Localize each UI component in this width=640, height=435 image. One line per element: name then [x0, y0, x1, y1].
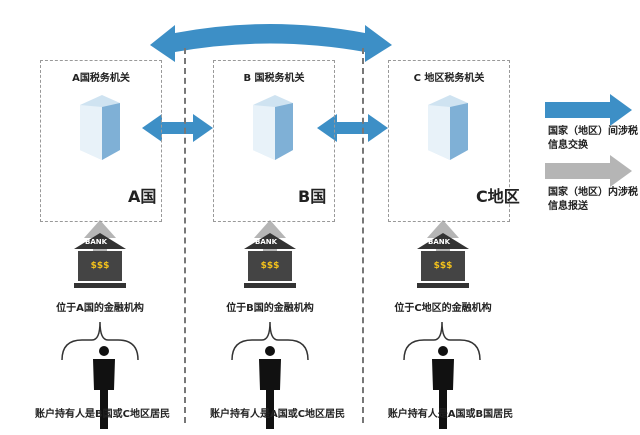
holder-caption: 账户持有人是A国或C地区居民	[209, 409, 346, 420]
institution-caption: 位于C地区的金融机构	[394, 303, 492, 314]
region-label: C地区	[476, 187, 520, 206]
person-icons	[93, 346, 454, 429]
top-curved-exchange-arrow	[150, 24, 392, 62]
bank-icon: BANK $$$	[74, 233, 126, 291]
institution-caption: 位于A国的金融机构	[56, 303, 144, 314]
holder-caption: 账户持有人是A国或B国居民	[387, 409, 514, 420]
bank-icon: BANK $$$	[244, 233, 296, 291]
braces	[61, 321, 481, 361]
exchange-arrow-a-b	[142, 114, 213, 142]
institution-caption: 位于B国的金融机构	[226, 303, 314, 314]
holder-caption: 账户持有人是B国或C地区居民	[35, 409, 170, 420]
region-label: A国	[128, 187, 157, 206]
authority-title: A国税务机关	[72, 73, 130, 84]
authority-title: B 国税务机关	[243, 73, 305, 84]
authority-box-b: B 国税务机关	[213, 60, 335, 222]
legend-report-label: 国家（地区）内涉税信息报送	[548, 187, 638, 212]
authority-box-a: A国税务机关	[40, 60, 162, 222]
region-label: B国	[298, 187, 327, 206]
legend-report-arrow	[545, 155, 632, 187]
authority-title: C 地区税务机关	[413, 73, 485, 84]
bank-icon: BANK $$$	[417, 233, 469, 291]
legend-exchange-arrow	[545, 94, 632, 126]
divider-a-b	[184, 48, 186, 423]
authority-box-c: C 地区税务机关	[388, 60, 510, 222]
divider-b-c	[362, 48, 364, 423]
legend-exchange-label: 国家（地区）间涉税信息交换	[548, 126, 638, 151]
